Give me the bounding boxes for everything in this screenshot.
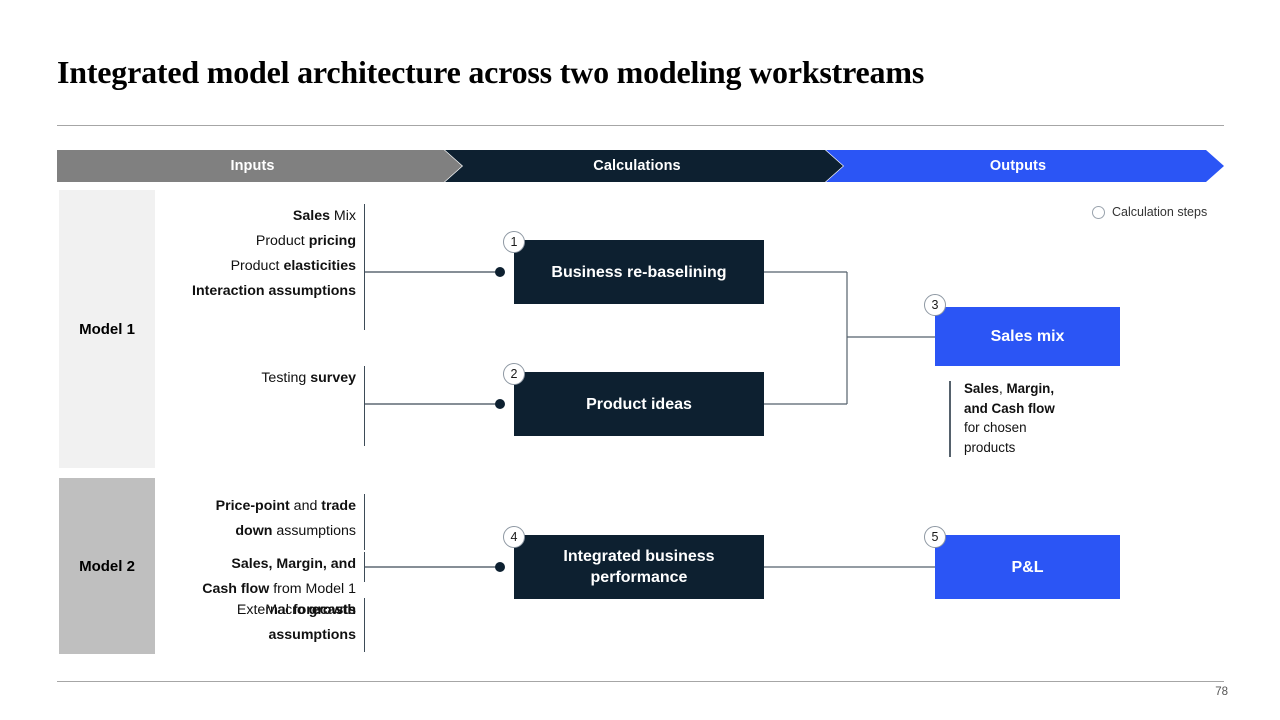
process-box-4-label: Integrated business performance xyxy=(563,548,715,586)
model-label-2: Model 2 xyxy=(79,557,135,575)
input-group-5-lines: External forecasts xyxy=(236,602,356,618)
model-band-2: Model 2 xyxy=(59,478,155,654)
step-number-2: 2 xyxy=(503,363,525,385)
step-number-5: 5 xyxy=(924,526,946,548)
process-box-5-label: P&L xyxy=(1011,558,1044,576)
process-box-sales-mix[interactable]: Sales mix xyxy=(935,307,1120,366)
process-box-product-ideas[interactable]: Product ideas xyxy=(514,372,764,436)
page-number: 78 xyxy=(1215,686,1228,698)
input-group-1-rule xyxy=(363,204,365,330)
page-title: Integrated model architecture across two… xyxy=(57,54,925,90)
input-group-3-rule xyxy=(363,494,365,550)
output-caption-rule xyxy=(949,381,951,457)
phase-label-inputs: Inputs xyxy=(230,158,275,174)
process-box-3-label: Sales mix xyxy=(990,328,1065,345)
input-group-6-rule xyxy=(363,598,365,652)
footer-divider xyxy=(57,681,1224,682)
process-box-1-label: Business re-baselining xyxy=(551,263,727,281)
circle-outline-icon xyxy=(1092,205,1105,219)
step-number-1: 1 xyxy=(503,231,525,253)
process-box-integrated-business-performance[interactable]: Integrated business performance xyxy=(514,535,764,599)
legend-label: Calculation steps xyxy=(1112,205,1208,219)
step-number-4: 4 xyxy=(503,526,525,548)
phase-band: Inputs Calculations Outputs xyxy=(57,150,1224,182)
process-box-business-re-baselining[interactable]: Business re-baselining xyxy=(514,240,764,304)
process-box-2-label: Product ideas xyxy=(586,395,692,413)
phase-chevron-inputs: Inputs xyxy=(57,150,462,182)
model-band-1: Model 1 xyxy=(59,190,155,468)
title-divider xyxy=(57,125,1224,126)
phase-label-outputs: Outputs xyxy=(989,158,1047,174)
input-group-2: Testing survey xyxy=(110,366,365,446)
phase-label-calculations: Calculations xyxy=(593,158,681,174)
legend: Calculation steps xyxy=(1092,205,1207,219)
input-group-4-rule xyxy=(363,552,365,582)
phase-chevron-outputs: Outputs xyxy=(826,150,1224,182)
input-group-2-rule xyxy=(363,366,365,446)
input-group-2-lines: Testing survey xyxy=(261,370,356,386)
step-number-3: 3 xyxy=(924,294,946,316)
process-box-pl[interactable]: P&L xyxy=(935,535,1120,599)
phase-chevron-calculations: Calculations xyxy=(445,150,843,182)
model-label-1: Model 1 xyxy=(79,320,135,338)
